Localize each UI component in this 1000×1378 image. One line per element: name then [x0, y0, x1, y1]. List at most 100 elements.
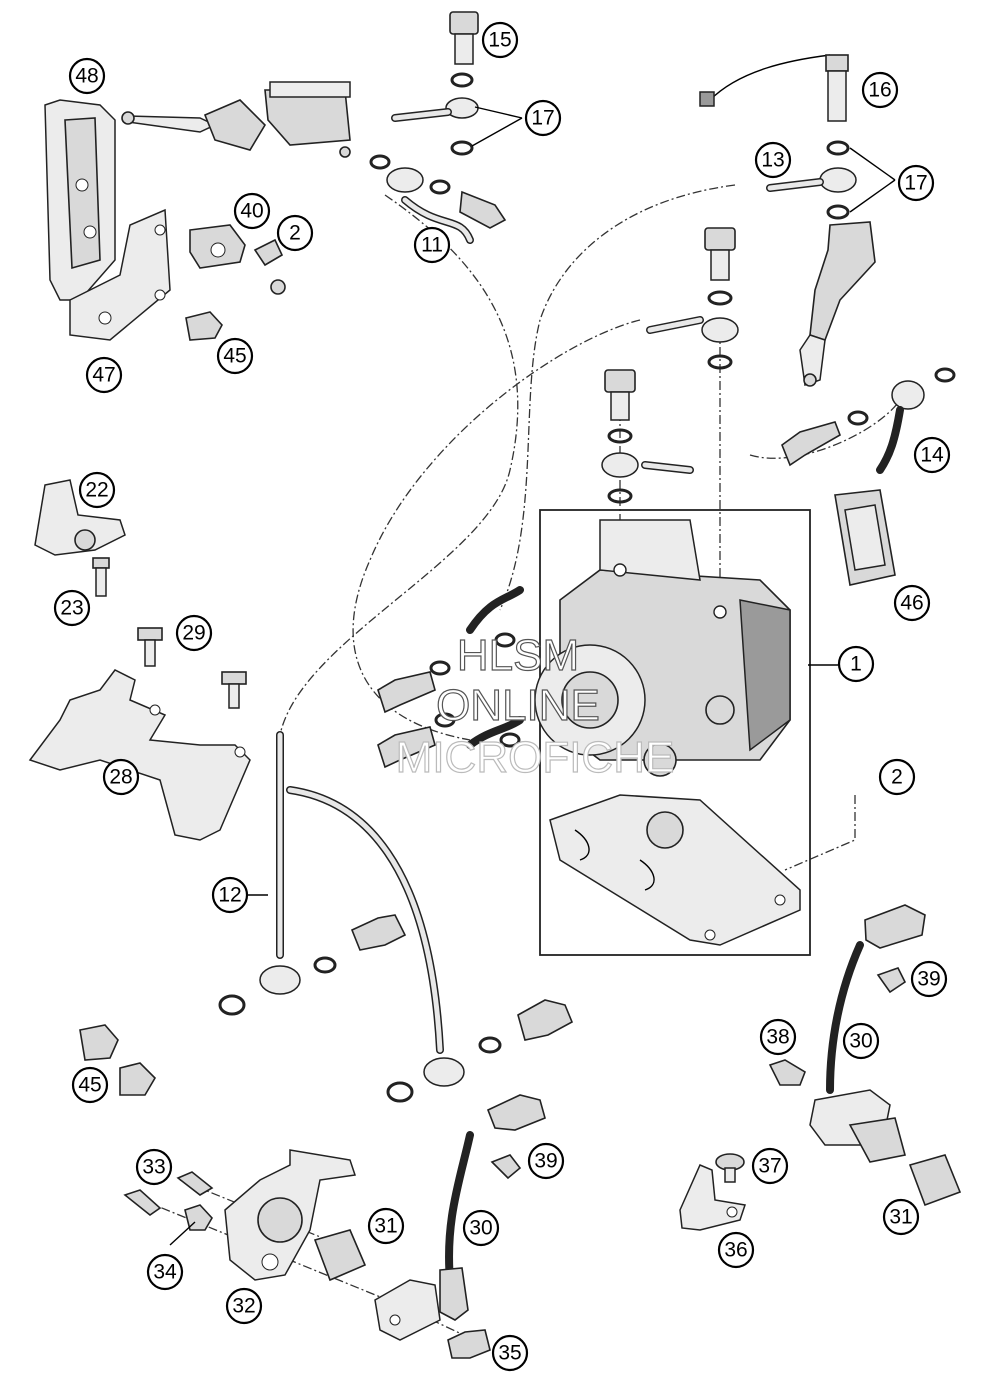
- leader-lines: [169, 106, 896, 1246]
- callout-13-label: 13: [761, 149, 784, 172]
- callout-12-label: 12: [218, 884, 241, 907]
- callout-2-right: 2: [878, 758, 916, 796]
- callout-34-label: 34: [153, 1261, 177, 1284]
- brake-hose-14: [781, 367, 956, 474]
- screw-2-top: [253, 238, 286, 295]
- clip-39-front: [490, 1154, 522, 1180]
- callout-35-label: 35: [498, 1342, 521, 1365]
- callout-2-right-label: 2: [891, 766, 903, 789]
- front-wheel-sensor-30: [374, 1094, 546, 1341]
- callout-40-label: 40: [240, 200, 263, 223]
- callout-16: 16: [861, 71, 899, 109]
- abs-inlet-banjo-lower: [601, 369, 694, 504]
- callout-31-right: 31: [882, 1198, 920, 1236]
- sensor-holder-32: [224, 1149, 356, 1281]
- abs-mounting-bracket: [549, 794, 801, 946]
- bushing-31-rear: [908, 1154, 962, 1207]
- callout-37: 37: [751, 1147, 789, 1185]
- callout-33: 33: [135, 1148, 173, 1186]
- callout-1: 1: [837, 645, 875, 683]
- callout-13: 13: [754, 141, 792, 179]
- clip-45-top: [185, 311, 223, 341]
- bolt-38: [768, 1059, 806, 1086]
- brake-line-12: [218, 731, 574, 1103]
- abs-unit-frame: [539, 509, 811, 956]
- watermark-line-3: MICROFICHE: [396, 733, 675, 782]
- callout-22-label: 22: [85, 479, 108, 502]
- watermark-line-2: ONLINE: [436, 681, 600, 730]
- callout-40: 40: [233, 192, 271, 230]
- callout-30-bottom-label: 30: [469, 1217, 492, 1240]
- watermark: HLSM ONLINE MICROFICHE: [395, 630, 675, 782]
- callout-23: 23: [53, 589, 91, 627]
- callout-23-label: 23: [60, 597, 83, 620]
- abs-inlet-banjo-upper: [646, 227, 739, 370]
- callout-2-top: 2: [276, 214, 314, 252]
- callout-12: 12: [211, 876, 249, 914]
- callout-28-label: 28: [109, 766, 132, 789]
- callout-29-label: 29: [182, 622, 205, 645]
- callout-46-label: 46: [900, 592, 923, 615]
- callout-37-label: 37: [758, 1155, 781, 1178]
- bolt-35: [447, 1329, 491, 1359]
- callout-32-label: 32: [232, 1295, 255, 1318]
- callout-30-bottom: 30: [462, 1209, 500, 1247]
- callout-1-label: 1: [850, 653, 862, 676]
- callout-39-bottom-label: 39: [534, 1150, 557, 1173]
- front-brake-master-cylinder: [121, 81, 351, 158]
- mounting-plate-47: [69, 208, 171, 341]
- callout-32: 32: [225, 1287, 263, 1325]
- callout-47: 47: [85, 356, 123, 394]
- callout-34: 34: [146, 1253, 184, 1291]
- callout-15: 15: [481, 21, 519, 59]
- callout-47-label: 47: [92, 364, 115, 387]
- callout-31-left: 31: [367, 1207, 405, 1245]
- screws-29: [137, 627, 247, 709]
- callout-33-label: 33: [142, 1156, 165, 1179]
- callout-2-top-label: 2: [289, 222, 301, 245]
- callout-11: 11: [413, 226, 451, 264]
- callout-17-right-label: 17: [904, 172, 927, 195]
- cover-36: [679, 1164, 746, 1231]
- sensor-cover-22: [34, 479, 126, 556]
- clip-39-rear: [876, 967, 907, 994]
- screw-37: [715, 1153, 745, 1183]
- callout-45-top: 45: [216, 337, 254, 375]
- callout-45-top-label: 45: [223, 345, 246, 368]
- callout-38-label: 38: [766, 1026, 789, 1049]
- callout-31-right-label: 31: [889, 1206, 912, 1229]
- clips-45-lower: [79, 1024, 157, 1096]
- callout-11-label: 11: [421, 234, 443, 257]
- callout-39-right-label: 39: [917, 968, 940, 991]
- callout-48-label: 48: [75, 65, 98, 88]
- callout-45-bottom: 45: [71, 1066, 109, 1104]
- screw-23: [92, 557, 110, 597]
- nut-34: [184, 1204, 213, 1231]
- heel-guard-48: [44, 99, 116, 301]
- abs-outlet-banjo-bolts: [377, 586, 524, 769]
- callout-15-label: 15: [488, 29, 511, 52]
- callout-36: 36: [717, 1231, 755, 1269]
- clamp-40: [189, 224, 246, 269]
- pressure-switch-16: [699, 54, 857, 220]
- callout-14: 14: [913, 436, 951, 474]
- bracket-28: [28, 669, 251, 841]
- callout-22: 22: [78, 471, 116, 509]
- callout-17-top: 17: [524, 99, 562, 137]
- bushing-31-front: [313, 1229, 367, 1282]
- brake-hose-11: [369, 154, 507, 244]
- callout-38: 38: [759, 1018, 797, 1056]
- callout-29: 29: [175, 614, 213, 652]
- screws-33: [123, 1171, 214, 1216]
- callout-45-bottom-label: 45: [78, 1074, 101, 1097]
- callout-17-right: 17: [897, 164, 935, 202]
- callout-28: 28: [102, 758, 140, 796]
- rear-wheel-sensor-30: [809, 904, 926, 1163]
- callout-39-bottom: 39: [527, 1142, 565, 1180]
- callout-36-label: 36: [724, 1239, 747, 1262]
- callout-30-right-label: 30: [849, 1030, 872, 1053]
- callout-48: 48: [68, 57, 106, 95]
- callout-39-right: 39: [910, 960, 948, 998]
- callout-46: 46: [893, 584, 931, 622]
- watermark-line-1: HLSM: [457, 631, 579, 680]
